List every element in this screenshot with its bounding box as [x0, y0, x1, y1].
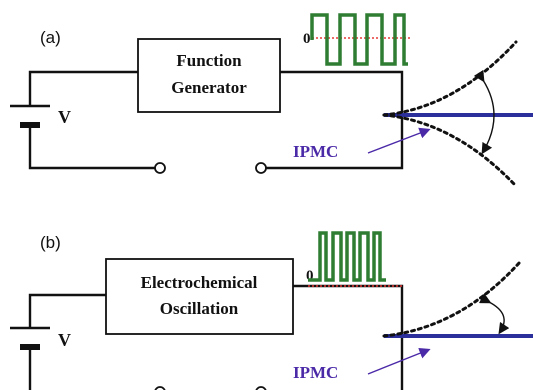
panel-b-bending-arrow — [478, 293, 510, 335]
panel-b-ipmc-label: IPMC — [293, 363, 338, 382]
panel-a-function-generator-box — [137, 38, 281, 113]
panel-a-box-line1: Function — [176, 51, 242, 70]
panel-b-box-line2: Oscillation — [160, 299, 239, 318]
panel-b-ipmc-pointer — [367, 347, 431, 375]
panel-b-box-line1: Electrochemical — [141, 273, 258, 292]
panel-a-ipmc-label: IPMC — [293, 142, 338, 161]
panel-a-battery-label: V — [58, 107, 71, 127]
panel-a-ipmc-pointer — [367, 127, 431, 154]
panel-b-oscillation-box — [105, 258, 294, 335]
panel-b-battery — [10, 318, 50, 365]
panel-b-battery-label: V — [58, 330, 71, 350]
panel-a-circuit-wire — [28, 70, 404, 170]
panel-a-bending-arrow — [473, 69, 495, 155]
panel-a-label: (a) — [40, 28, 61, 47]
panel-a: (a) V Function Generator 0 IPMC — [10, 13, 533, 188]
panel-b-switch — [154, 386, 267, 390]
panel-b-square-wave — [308, 231, 386, 282]
panel-a-box-line2: Generator — [171, 78, 247, 97]
panel-a-battery — [10, 95, 50, 140]
panel-a-zero-label: 0 — [303, 31, 311, 47]
panel-b: (b) V Electrochemical Oscillation 0 IPMC — [10, 231, 533, 390]
panel-a-switch — [154, 162, 267, 174]
panel-b-zero-label: 0 — [306, 268, 314, 284]
panel-a-deflection-down — [382, 113, 518, 188]
panel-a-square-wave — [310, 13, 408, 66]
panel-b-label: (b) — [40, 233, 61, 252]
panel-a-deflection-up — [382, 40, 518, 117]
panel-b-deflection-up — [382, 260, 522, 338]
